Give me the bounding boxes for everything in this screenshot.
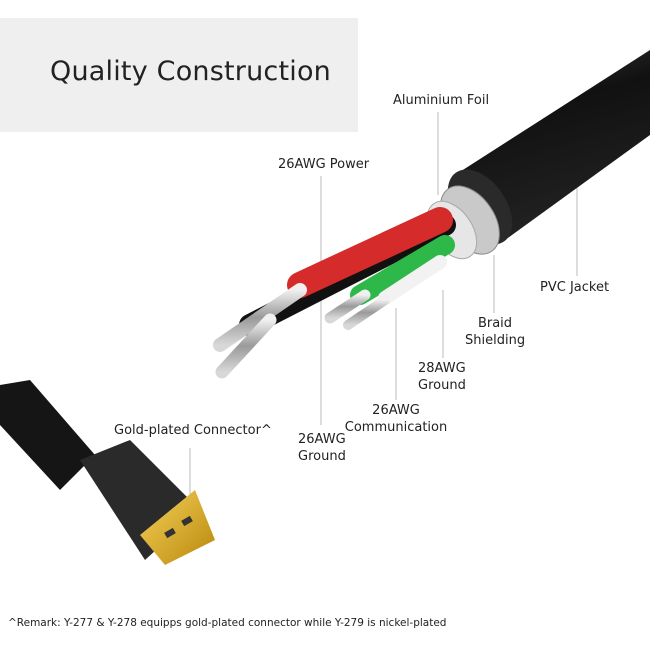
label-connector: Gold-plated Connector^ [114, 423, 272, 438]
wires [213, 207, 456, 379]
label-pvc-jacket: PVC Jacket [540, 280, 610, 295]
label-comm-line2: Communication [344, 420, 448, 435]
wire-power [287, 207, 453, 298]
strand-green [324, 289, 371, 324]
label-28awg-line1: 28AWG [418, 361, 466, 376]
label-communication: 26AWG Communication [340, 402, 452, 436]
strand-comm [343, 295, 390, 330]
wire-communication [378, 255, 447, 305]
strand-ground [215, 313, 277, 379]
label-power: 26AWG Power [278, 157, 370, 172]
label-28awg-line2: Ground [418, 378, 466, 393]
label-braid-shielding: Braid Shielding [465, 315, 525, 349]
usb-connector [0, 380, 215, 565]
title-banner [0, 18, 358, 132]
label-aluminium-foil: Aluminium Foil [393, 93, 490, 108]
label-braid-line1: Braid [477, 316, 513, 331]
page-title: Quality Construction [50, 56, 331, 87]
label-braid-line2: Shielding [465, 333, 526, 348]
remark-note: ^Remark: Y-277 & Y-278 equipps gold-plat… [8, 617, 447, 629]
wire-ground-28awg [350, 235, 455, 305]
label-28awg-ground: 28AWG Ground [418, 360, 466, 394]
strand-power [213, 283, 307, 352]
connector-cable [0, 380, 95, 490]
label-ground26-line2: Ground [298, 449, 346, 464]
label-ground26-line1: 26AWG [298, 432, 346, 447]
label-comm-line1: 26AWG [372, 403, 420, 418]
label-26awg-ground: 26AWG Ground [298, 431, 346, 465]
connector-plug [140, 490, 215, 565]
